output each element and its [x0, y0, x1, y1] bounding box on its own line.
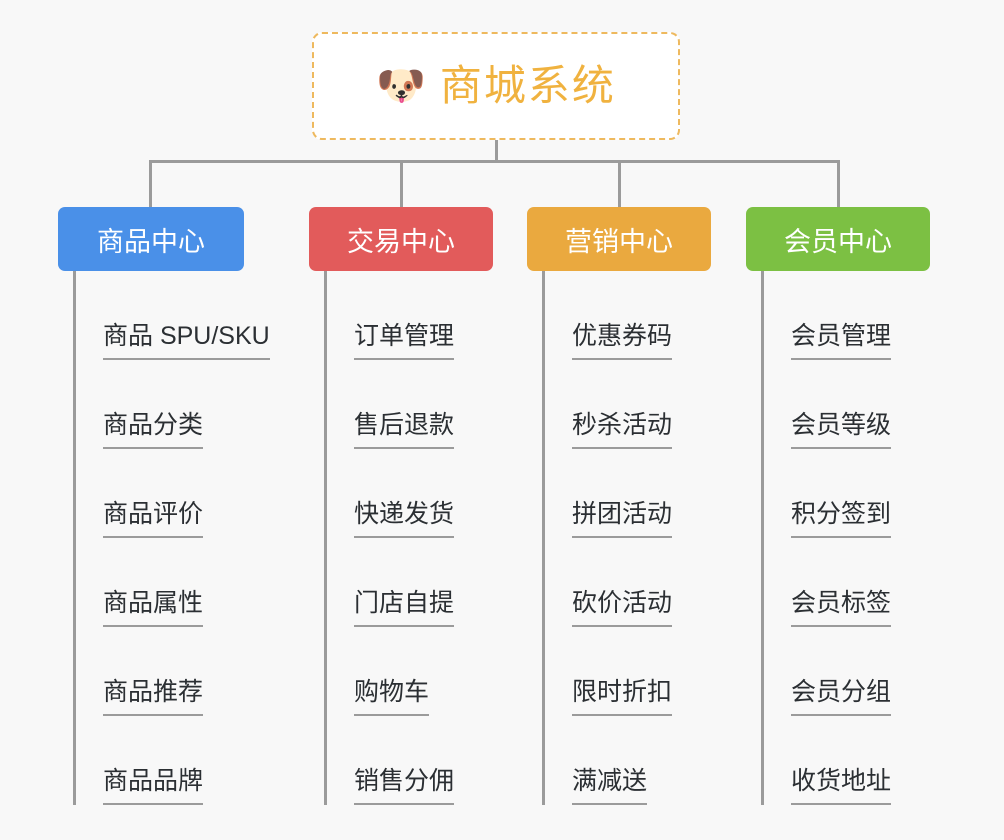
leaf-label: 销售分佣 [354, 769, 455, 805]
list-item[interactable]: 订单管理 [324, 271, 455, 360]
connector-drop-product-center [149, 160, 152, 207]
leaf-label: 会员分组 [791, 680, 892, 716]
category-header-product-center[interactable]: 商品中心 [58, 207, 244, 271]
column-spine-member-center [761, 271, 764, 805]
column-spine-trade-center [324, 271, 327, 805]
list-item[interactable]: 商品评价 [73, 449, 270, 538]
list-item[interactable]: 会员等级 [761, 360, 892, 449]
leaf-label: 优惠券码 [572, 324, 673, 360]
leaf-label: 限时折扣 [572, 680, 673, 716]
category-header-label: 会员中心 [784, 226, 892, 257]
list-item[interactable]: 秒杀活动 [542, 360, 673, 449]
category-header-member-center[interactable]: 会员中心 [746, 207, 930, 271]
root-node-title: 商城系统 [439, 62, 616, 109]
list-item[interactable]: 商品分类 [73, 360, 270, 449]
leaf-list-member-center: 会员管理 会员等级 积分签到 会员标签 会员分组 收货地址 [761, 271, 892, 805]
leaf-label: 售后退款 [354, 413, 455, 449]
leaf-label: 会员标签 [791, 591, 892, 627]
list-item[interactable]: 会员标签 [761, 538, 892, 627]
list-item[interactable]: 会员分组 [761, 627, 892, 716]
list-item[interactable]: 优惠券码 [542, 271, 673, 360]
list-item[interactable]: 满减送 [542, 716, 672, 805]
list-item[interactable]: 会员管理 [761, 271, 892, 360]
connector-drop-trade-center [400, 160, 403, 207]
leaf-label: 门店自提 [354, 591, 455, 627]
category-header-marketing-center[interactable]: 营销中心 [527, 207, 711, 271]
list-item[interactable]: 购物车 [324, 627, 454, 716]
shiba-dog-face-icon: 🐶 [376, 64, 426, 108]
list-item[interactable]: 售后退款 [324, 360, 455, 449]
leaf-label: 订单管理 [354, 324, 455, 360]
leaf-label: 商品分类 [103, 413, 204, 449]
category-header-label: 营销中心 [565, 226, 673, 257]
column-spine-marketing-center [542, 271, 545, 805]
list-item[interactable]: 限时折扣 [542, 627, 673, 716]
leaf-label: 会员管理 [791, 324, 892, 360]
leaf-label: 商品推荐 [103, 680, 204, 716]
list-item[interactable]: 拼团活动 [542, 449, 673, 538]
list-item[interactable]: 商品推荐 [73, 627, 270, 716]
list-item[interactable]: 积分签到 [761, 449, 892, 538]
root-node-mall-system[interactable]: 🐶 商城系统 [312, 32, 680, 140]
leaf-label: 购物车 [354, 680, 430, 716]
column-spine-product-center [73, 271, 76, 805]
list-item[interactable]: 商品 SPU/SKU [73, 271, 270, 360]
leaf-label: 商品 SPU/SKU [103, 324, 270, 360]
connector-drop-marketing-center [618, 160, 621, 207]
list-item[interactable]: 快递发货 [324, 449, 455, 538]
list-item[interactable]: 收货地址 [761, 716, 892, 805]
connector-root-stem [495, 140, 498, 162]
leaf-label: 积分签到 [791, 502, 892, 538]
leaf-label: 秒杀活动 [572, 413, 673, 449]
category-header-trade-center[interactable]: 交易中心 [309, 207, 493, 271]
leaf-label: 商品评价 [103, 502, 204, 538]
leaf-list-product-center: 商品 SPU/SKU 商品分类 商品评价 商品属性 商品推荐 商品品牌 [73, 271, 270, 805]
leaf-label: 收货地址 [791, 769, 892, 805]
leaf-list-marketing-center: 优惠券码 秒杀活动 拼团活动 砍价活动 限时折扣 满减送 [542, 271, 673, 805]
list-item[interactable]: 销售分佣 [324, 716, 455, 805]
connector-horizontal-bus [150, 160, 840, 163]
leaf-label: 满减送 [572, 769, 648, 805]
list-item[interactable]: 商品品牌 [73, 716, 270, 805]
leaf-label: 拼团活动 [572, 502, 673, 538]
leaf-label: 商品品牌 [103, 769, 204, 805]
connector-drop-member-center [837, 160, 840, 207]
category-header-label: 商品中心 [97, 226, 205, 257]
list-item[interactable]: 门店自提 [324, 538, 455, 627]
list-item[interactable]: 砍价活动 [542, 538, 673, 627]
leaf-label: 商品属性 [103, 591, 204, 627]
list-item[interactable]: 商品属性 [73, 538, 270, 627]
leaf-list-trade-center: 订单管理 售后退款 快递发货 门店自提 购物车 销售分佣 [324, 271, 455, 805]
leaf-label: 砍价活动 [572, 591, 673, 627]
category-header-label: 交易中心 [347, 226, 455, 257]
leaf-label: 快递发货 [354, 502, 455, 538]
leaf-label: 会员等级 [791, 413, 892, 449]
